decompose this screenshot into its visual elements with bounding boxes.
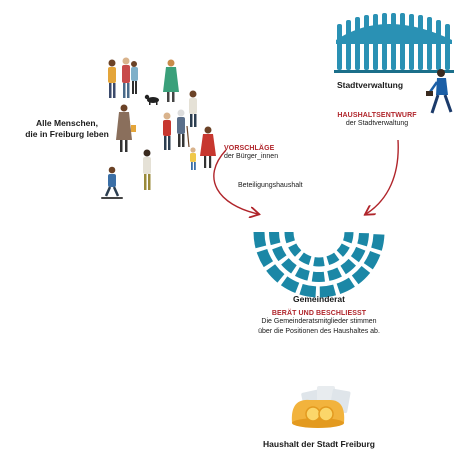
walking-person-icon	[426, 69, 453, 114]
city-building-icon	[334, 13, 454, 73]
council-desc-line1: Die Gemeinderatsmitglieder stimmen	[261, 318, 377, 325]
budget-draft-heading: HAUSHALTSENTWURF	[337, 112, 417, 119]
budget-draft-sub: der Stadtverwaltung	[345, 120, 409, 127]
budget-draft-note: HAUSHALTSENTWURF der Stadtverwaltung	[322, 112, 432, 129]
budget-money-icon	[291, 386, 351, 428]
suggestion-arrow	[213, 149, 258, 214]
suggestions-heading: VORSCHLÄGE	[224, 145, 275, 152]
city-admin-label: Stadtverwaltung	[336, 80, 404, 90]
people-group-icon	[101, 57, 216, 199]
council-chamber-icon	[253, 231, 385, 298]
council-heading: BERÄT UND BESCHLIESST	[271, 310, 367, 317]
people-label: Alle Menschen, die in Freiburg leben	[12, 118, 122, 140]
council-desc-line2: über die Positionen des Haushaltes ab.	[258, 327, 380, 335]
budget-label: Haushalt der Stadt Freiburg	[263, 439, 375, 449]
council-title: Gemeinderat	[293, 294, 345, 304]
people-label-line1: Alle Menschen,	[36, 118, 98, 128]
suggestions-sub: der Bürger_innen	[224, 153, 279, 160]
suggestions-note: VORSCHLÄGE der Bürger_innen	[224, 145, 314, 162]
people-label-line2: die in Freiburg leben	[25, 129, 109, 139]
budget-draft-arrow	[366, 139, 399, 214]
participation-label: Beteiligungshaushalt	[238, 182, 303, 189]
council-block: Gemeinderat BERÄT UND BESCHLIESST Die Ge…	[229, 294, 409, 336]
